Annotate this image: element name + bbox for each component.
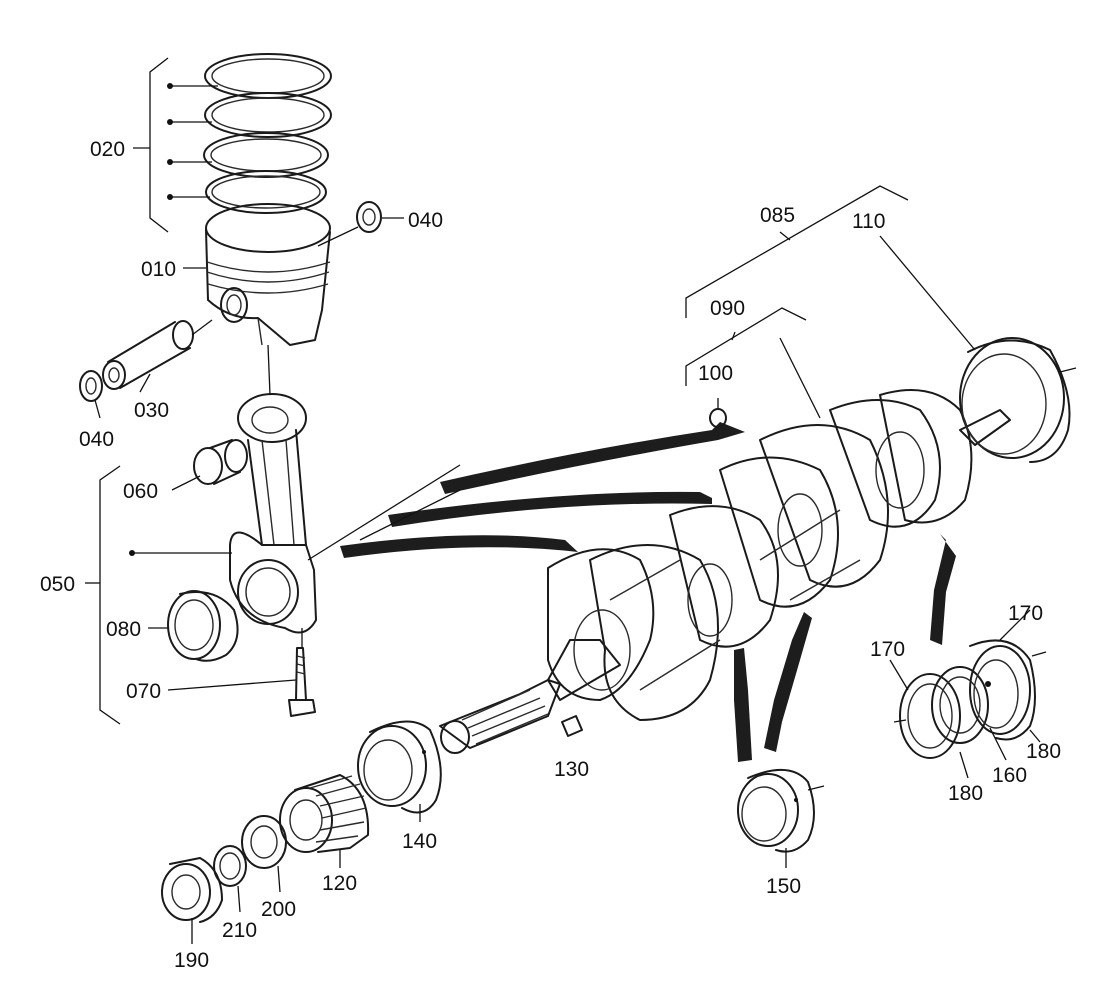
- label-040-lower: 040: [79, 428, 114, 451]
- rear-collar: [879, 235, 1077, 463]
- label-140: 140: [402, 830, 437, 853]
- label-030: 030: [134, 399, 169, 422]
- label-085: 085: [760, 204, 795, 227]
- piston: [205, 203, 331, 346]
- label-130: 130: [554, 758, 589, 781]
- front-bearing: [357, 720, 442, 814]
- label-150: 150: [766, 875, 801, 898]
- bracket-090: [685, 307, 821, 419]
- label-020: 020: [90, 138, 125, 161]
- crank-gear: [279, 774, 370, 853]
- washer-200: [241, 815, 287, 869]
- thrust-bearing-assembly: [893, 639, 1047, 759]
- ring-210: [213, 845, 247, 887]
- small-end-bushing: [193, 439, 248, 485]
- label-120: 120: [322, 872, 357, 895]
- collar-190: [161, 857, 223, 923]
- label-070: 070: [126, 680, 161, 703]
- label-190: 190: [174, 949, 209, 972]
- circlip-top: [356, 201, 382, 233]
- label-090: 090: [710, 297, 745, 320]
- label-060: 060: [123, 480, 158, 503]
- label-180-right: 180: [1026, 740, 1061, 763]
- bracket-020: [133, 57, 218, 233]
- main-bearing-150: [737, 768, 825, 853]
- piston-rings: [203, 53, 332, 214]
- piston-pin: [102, 320, 194, 390]
- label-170-left: 170: [870, 638, 905, 661]
- label-110: 110: [852, 210, 885, 233]
- label-100: 100: [698, 362, 733, 385]
- plug-100: [709, 398, 727, 428]
- label-010: 010: [141, 258, 176, 281]
- label-040-top: 040: [408, 209, 443, 232]
- bracket-050: [85, 465, 232, 725]
- callout-labels: 020 040 010 030 040 060 050 080 070 085 …: [40, 138, 1061, 972]
- assembly-arrows: [307, 422, 956, 762]
- crankshaft: [439, 389, 1011, 754]
- label-080: 080: [106, 618, 141, 641]
- label-050: 050: [40, 573, 75, 596]
- label-210: 210: [222, 919, 257, 942]
- connecting-rod: [229, 344, 317, 634]
- circlip-lower: [79, 370, 103, 402]
- label-170-right: 170: [1008, 602, 1043, 625]
- key-130: [561, 715, 583, 737]
- bracket-085: [685, 185, 909, 318]
- label-180-left: 180: [948, 782, 983, 805]
- big-end-bearing: [167, 590, 239, 662]
- label-160: 160: [992, 764, 1027, 787]
- rod-bolt: [288, 628, 316, 717]
- label-200: 200: [261, 898, 296, 921]
